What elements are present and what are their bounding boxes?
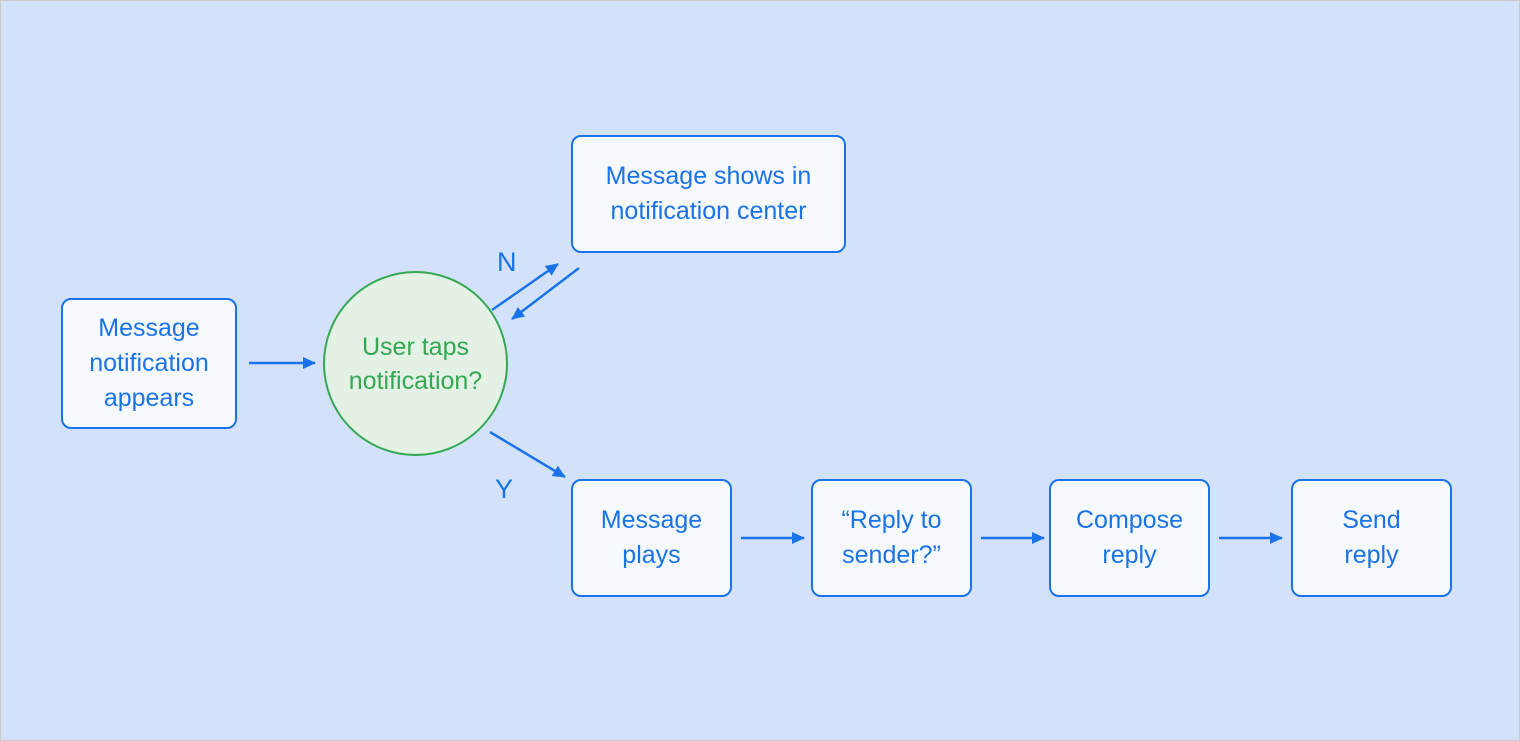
- node-send-reply: Send reply: [1291, 479, 1452, 597]
- node-label: User taps notification?: [348, 332, 483, 395]
- node-label: Compose reply: [1076, 506, 1183, 569]
- node-label: Send reply: [1342, 506, 1401, 569]
- edge-notification-center-to-decision: [511, 267, 580, 320]
- node-compose-reply: Compose reply: [1049, 479, 1210, 597]
- edge-label-no: N: [497, 247, 517, 277]
- node-label: Message plays: [600, 506, 703, 569]
- node-label: “Reply to sender?”: [841, 506, 942, 569]
- edge-label-yes: Y: [495, 474, 514, 504]
- node-label: Message shows in notification center: [605, 162, 812, 225]
- node-message-plays: Message plays: [571, 479, 732, 597]
- node-user-taps-notification-decision: User taps notification?: [323, 271, 508, 456]
- node-reply-to-sender: “Reply to sender?”: [811, 479, 972, 597]
- node-message-notification-appears: Message notification appears: [61, 298, 237, 429]
- node-message-shows-in-notification-center: Message shows in notification center: [571, 135, 846, 253]
- node-label: Message notification appears: [89, 314, 209, 412]
- edge-decision-to-message-plays: [489, 430, 566, 479]
